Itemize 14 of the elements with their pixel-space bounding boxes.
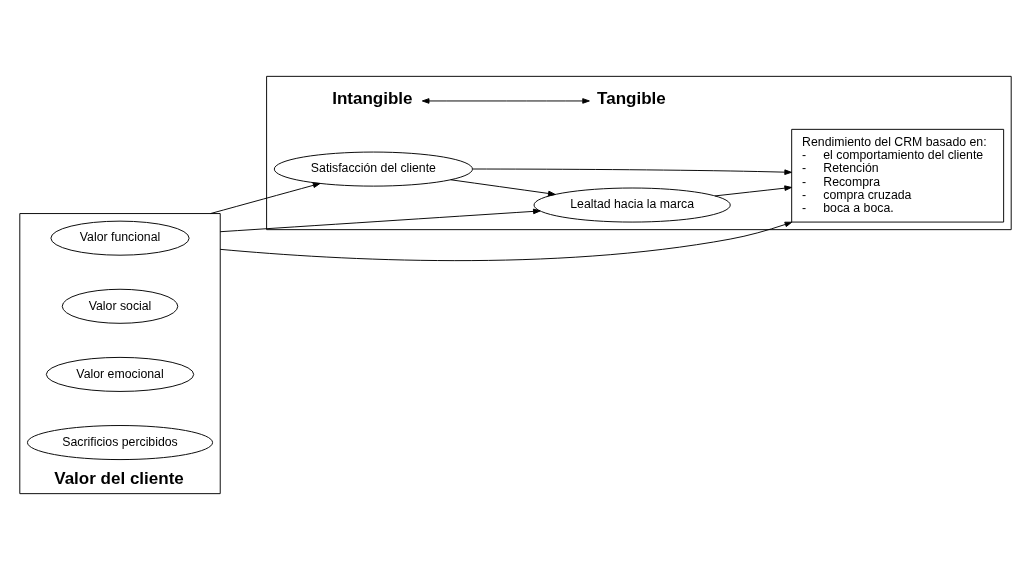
arrow [210, 182, 321, 214]
node-ellipse: Sacrificios percibidos [26, 424, 214, 460]
arrow [450, 178, 556, 196]
node-ellipse: Valor funcional [50, 220, 190, 256]
node-ellipse: Valor social [61, 288, 179, 324]
arrow [219, 208, 541, 232]
node-box: Rendimiento del CRM basado en: - el comportamiento del cliente - Retención - Recompra - compra cruzada - boca a boca. [791, 128, 1005, 223]
arrow [714, 184, 792, 196]
arrow [219, 221, 793, 261]
node-text: Tangible [597, 88, 666, 108]
node-text: Intangible [332, 88, 413, 108]
arrow [472, 168, 792, 175]
node-ellipse: Valor emocional [45, 356, 195, 392]
arrow [421, 97, 590, 104]
